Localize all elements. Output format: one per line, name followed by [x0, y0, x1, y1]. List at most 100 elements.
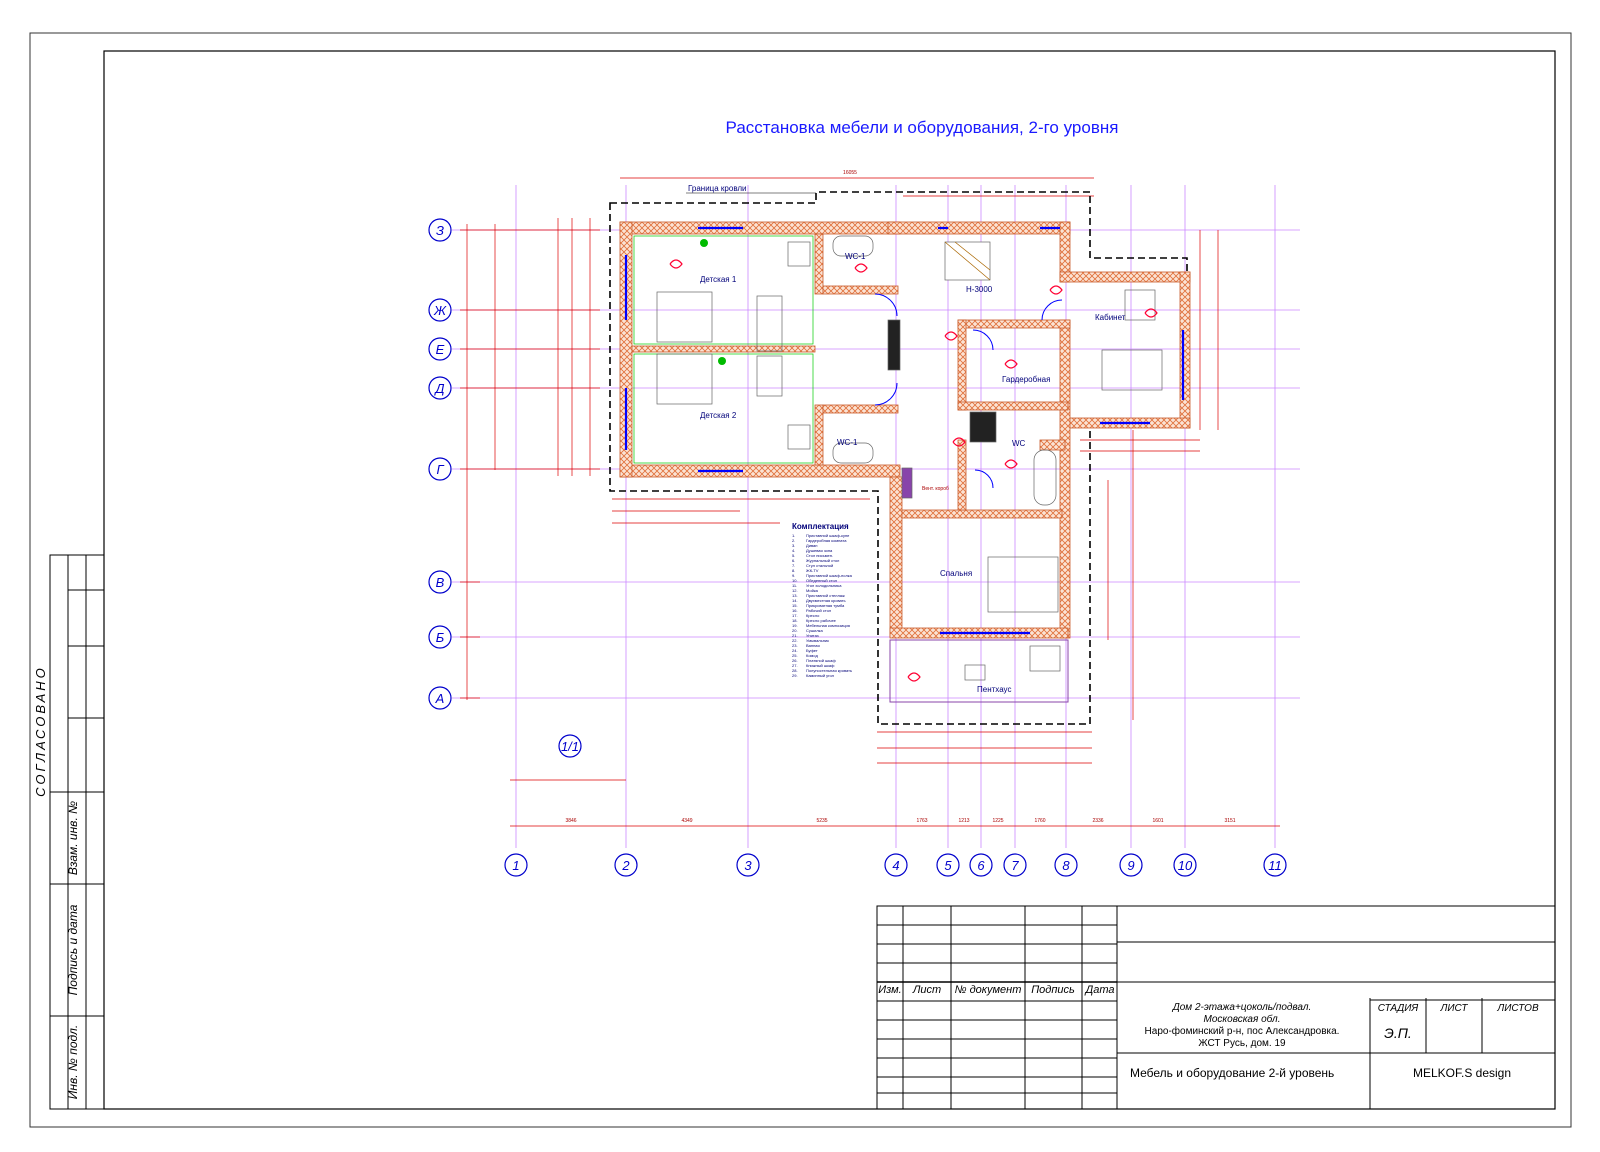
room-label-child2: Детская 2: [700, 411, 737, 420]
legend-item-number: 26.: [792, 658, 798, 663]
legend-item: Душевая зона: [806, 548, 833, 553]
legend-item-number: 20.: [792, 628, 798, 633]
room-label-vent: Вент. короб: [922, 486, 949, 492]
title-block-headers: Изм. Лист № документ Подпись Дата: [878, 984, 1114, 996]
column-axis-3: 3: [736, 853, 760, 877]
legend-item-number: 7.: [792, 563, 795, 568]
legend-item: Диван: [806, 543, 817, 548]
bottom-dimension-labels: 3846 4349 5235 1763 1213 1225 1760 2336 …: [565, 818, 1235, 824]
stage-label: СТАДИЯ: [1378, 1003, 1419, 1014]
windows: [624, 226, 1185, 635]
svg-text:Московская обл.: Московская обл.: [1204, 1013, 1281, 1025]
column-axis-6: 6: [969, 853, 993, 877]
outer-frame: [29, 32, 1572, 1128]
legend-item: Комод: [806, 653, 818, 658]
legend-item-number: 3.: [792, 543, 795, 548]
plant-icons: [700, 239, 726, 365]
side-label-agreed: СОГЛАСОВАНО: [33, 665, 48, 797]
legend-item: Полупостельная кровать: [806, 668, 852, 673]
column-axis-2: 2: [614, 853, 638, 877]
title-block-grid: [876, 905, 1556, 1110]
svg-text:1601: 1601: [1152, 818, 1163, 824]
column-axis-11: 11: [1263, 853, 1287, 877]
legend-item: Рабочий стол: [806, 608, 832, 613]
column-axis-7: 7: [1003, 853, 1027, 877]
column-axis-10: 10: [1173, 853, 1197, 877]
legend-item-number: 5.: [792, 553, 795, 558]
stage-value: Э.П.: [1384, 1025, 1412, 1041]
svg-text:В: В: [436, 575, 445, 590]
svg-text:Лист: Лист: [912, 984, 941, 996]
svg-text:1225: 1225: [992, 818, 1003, 824]
svg-text:1760: 1760: [1034, 818, 1045, 824]
legend-item: Двухместная кровать: [806, 598, 846, 603]
drawing-name: Мебель и оборудование 2-й уровень: [1130, 1066, 1334, 1080]
column-axis-5: 5: [936, 853, 960, 877]
room-labels: Детская 1 Детская 2 WC-1 WC-1 Н-3000 Каб…: [700, 252, 1126, 694]
svg-text:Наро-фоминский р-н, пос Алекса: Наро-фоминский р-н, пос Александровка.: [1145, 1025, 1340, 1037]
svg-text:3846: 3846: [565, 818, 576, 824]
roof-label: Граница кровли: [688, 184, 747, 193]
legend-item-number: 14.: [792, 598, 798, 603]
svg-text:1213: 1213: [958, 818, 969, 824]
room-inner-outlines: [633, 235, 814, 464]
legend-item-number: 9.: [792, 573, 795, 578]
legend-item: Ванная: [806, 643, 820, 648]
legend-item-number: 10.: [792, 578, 798, 583]
svg-text:№ документ: № документ: [955, 984, 1022, 996]
svg-text:Б: Б: [436, 630, 445, 645]
legend-item: Прикроватная тумба: [806, 603, 845, 608]
legend-item-number: 2.: [792, 538, 795, 543]
svg-text:2: 2: [621, 858, 630, 873]
legend-item: Стул стальной: [806, 563, 833, 568]
section-mark-label: 1/1: [561, 739, 579, 754]
legend-item-number: 15.: [792, 603, 798, 608]
svg-text:Е: Е: [436, 342, 445, 357]
side-label-inv-orig: Инв. № подл.: [66, 1025, 80, 1099]
legend-item-number: 11.: [792, 583, 797, 588]
row-axis-5: Г: [428, 457, 452, 481]
svg-text:Подпись: Подпись: [1031, 984, 1075, 996]
room-label-hall: Н-3000: [966, 285, 993, 294]
legend-item-number: 24.: [792, 648, 798, 653]
room-label-wc1-top: WC-1: [845, 252, 866, 261]
chair-icons: [669, 259, 1158, 682]
legend-item-number: 23.: [792, 643, 798, 648]
svg-text:Ж: Ж: [433, 303, 447, 318]
svg-text:Дата: Дата: [1083, 984, 1114, 996]
side-strip: [49, 554, 105, 1110]
svg-text:Изм.: Изм.: [878, 984, 901, 996]
legend-item-number: 4.: [792, 548, 795, 553]
svg-text:10: 10: [1178, 858, 1193, 873]
equipment-legend: Комплектация 1.Приставной шкаф-купе2.Гар…: [792, 522, 853, 678]
svg-text:Дом 2-этажа+цоколь/подвал.: Дом 2-этажа+цоколь/подвал.: [1172, 1002, 1312, 1013]
svg-text:1763: 1763: [916, 818, 927, 824]
legend-item: Гардеробная комната: [806, 538, 847, 543]
column-axis-lines: [515, 185, 1276, 848]
svg-text:3: 3: [744, 858, 752, 873]
legend-item-number: 29.: [792, 673, 798, 678]
legend-item-number: 13.: [792, 593, 798, 598]
row-axis-lines: [452, 229, 1300, 699]
legend-item-number: 25.: [792, 653, 798, 658]
left-dimension-chains: [460, 218, 600, 700]
legend-item: Каминный угол: [806, 673, 835, 678]
svg-text:ЖСТ Русь, дом. 19: ЖСТ Русь, дом. 19: [1198, 1038, 1286, 1049]
svg-text:4: 4: [892, 858, 899, 873]
legend-item: Платяной шкаф: [806, 658, 836, 663]
svg-text:5235: 5235: [816, 818, 827, 824]
legend-item: Кресло: [806, 613, 820, 618]
legend-item: Угол холодильника: [806, 583, 842, 588]
side-label-inv-sub: Взам. инв. №: [66, 801, 80, 875]
row-axis-3: Е: [428, 337, 452, 361]
room-label-office: Кабинет: [1095, 313, 1126, 322]
legend-item-number: 21.: [792, 633, 798, 638]
legend-item: Стол письмен.: [806, 553, 833, 558]
room-label-bedroom: Спальня: [940, 569, 972, 578]
svg-text:7: 7: [1011, 858, 1019, 873]
row-axis-6: В: [428, 570, 452, 594]
legend-item: Кресло рабочее: [806, 618, 837, 623]
